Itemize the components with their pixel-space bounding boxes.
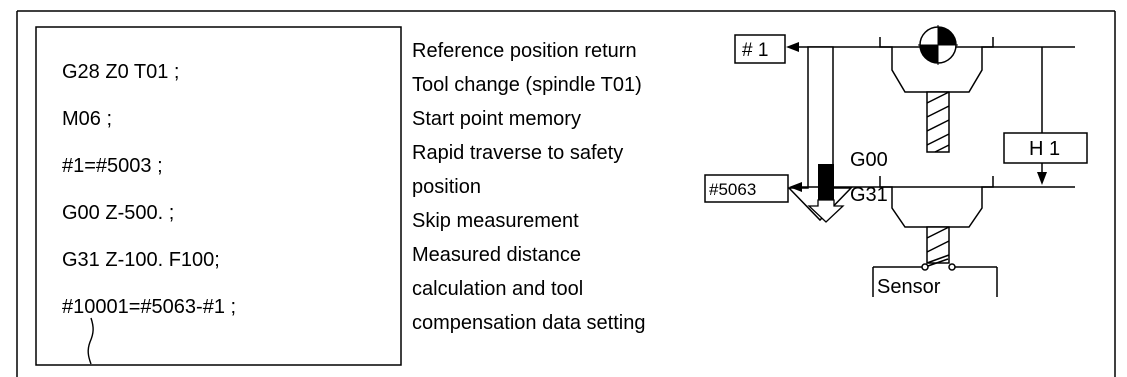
program-line: #10001=#5063-#1 ; [62,296,236,318]
program-line: G00 Z-500. ; [62,202,174,224]
description-line: calculation and tool [412,278,583,300]
description-line: Tool change (spindle T01) [412,74,642,96]
outer-frame [16,10,1116,377]
var5063-box [704,174,789,203]
description-line: Measured distance [412,244,581,266]
arrow-to-var1 [786,42,799,52]
program-box [35,26,402,366]
description-line: compensation data setting [412,312,646,334]
g31-label: G31 [850,184,888,206]
rapid-traverse-arrow [787,46,853,222]
var1-label: # 1 [742,40,768,61]
description-line: position [412,176,481,198]
continuation-mark [87,317,94,365]
skip-direction-arrow [807,199,845,223]
program-listing: G28 Z0 T01 ; M06 ; #1=#5003 ; G00 Z-500.… [62,61,236,318]
description-line: Reference position return [412,40,637,62]
spindle-measured [879,176,994,264]
var5063-label: #5063 [709,180,756,199]
program-line: G28 Z0 T01 ; [62,61,179,83]
description-line: Skip measurement [412,210,579,232]
spindle-top [879,37,994,153]
reference-mark-icon [918,25,958,65]
program-line: #1=#5003 ; [62,155,163,177]
program-line: M06 ; [62,108,112,130]
arrow-to-var5063 [789,182,802,192]
sensor-icon [872,258,998,297]
g00-label: G00 [850,149,888,171]
h1-arrow [1037,172,1047,185]
description-line: Start point memory [412,108,581,130]
var1-box [734,34,786,64]
description-line: Rapid traverse to safety [412,142,623,164]
h1-label: H 1 [1029,138,1060,160]
sensor-label: Sensor [877,276,941,298]
skip-marker [818,164,834,200]
h1-box [1003,132,1088,164]
descriptions: Reference position return Tool change (s… [412,40,646,334]
program-line: G31 Z-100. F100; [62,249,220,271]
